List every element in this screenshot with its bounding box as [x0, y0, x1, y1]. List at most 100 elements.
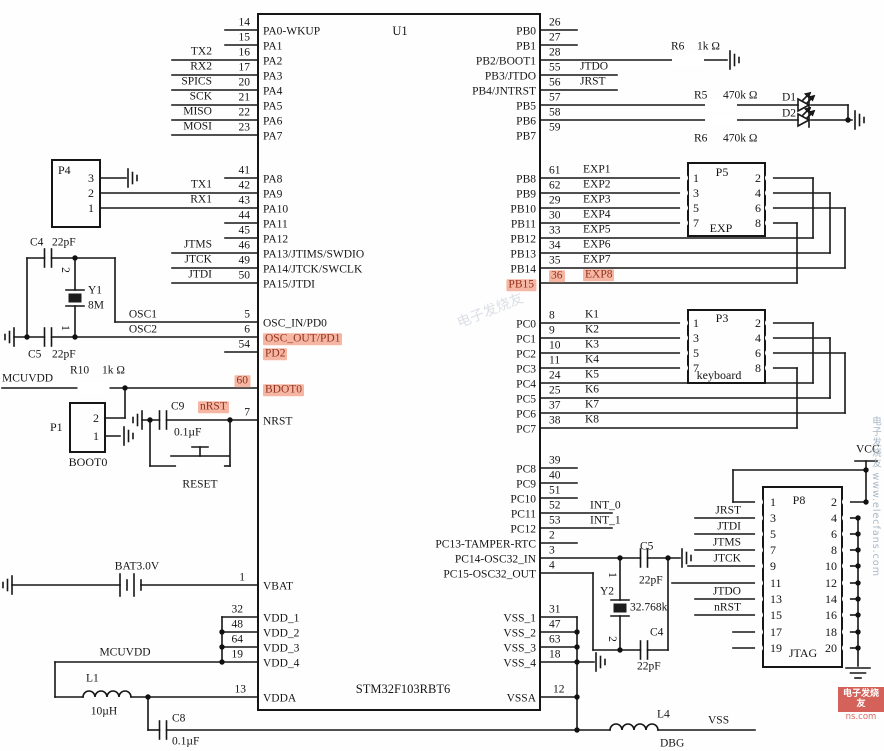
label-tx1: TX1: [190, 178, 212, 191]
label-15: 15: [770, 608, 782, 622]
label-pc7: PC7: [516, 423, 536, 436]
label-tx2: TX2: [190, 45, 212, 58]
label-pb13: PB13: [510, 248, 536, 261]
label-5: 5: [693, 346, 699, 360]
label-p3: P3: [715, 311, 729, 325]
label-pb5: PB5: [516, 100, 536, 113]
label-13: 13: [770, 592, 782, 606]
label-1: 1: [693, 171, 699, 185]
label-7: 7: [770, 543, 776, 557]
label-r6: R6: [671, 40, 685, 53]
label-vss-2: VSS_2: [503, 627, 536, 640]
watermark-logo-sub: ns.com: [845, 711, 877, 722]
label-exp: EXP: [709, 221, 733, 235]
label-pb8: PB8: [516, 173, 536, 186]
label-pc11: PC11: [510, 508, 536, 521]
label-45: 45: [238, 224, 251, 237]
label-25: 25: [549, 384, 561, 397]
label-pb11: PB11: [510, 218, 536, 231]
label-miso: MISO: [183, 105, 212, 118]
label-pb3-jtdo: PB3/JTDO: [484, 70, 536, 83]
label-c4: C4: [30, 236, 44, 249]
label-exp7: EXP7: [583, 253, 611, 266]
label-22pf: 22pF: [52, 348, 76, 361]
label-5: 5: [244, 308, 250, 321]
label-vss-4: VSS_4: [503, 657, 536, 670]
label-2: 2: [755, 171, 761, 185]
label-43: 43: [238, 194, 251, 207]
label-pc5: PC5: [516, 393, 536, 406]
label-20: 20: [238, 76, 251, 89]
label-64: 64: [231, 633, 244, 646]
label-4: 4: [755, 331, 761, 345]
label-17: 17: [770, 625, 782, 639]
label-k4: K4: [585, 353, 600, 366]
label-p4: P4: [58, 163, 71, 177]
label-pa10: PA10: [263, 203, 289, 216]
label-pa15-jtdi: PA15/JTDI: [263, 278, 315, 291]
label-k5: K5: [585, 368, 600, 381]
label-22pf: 22pF: [52, 236, 76, 249]
label-reset: RESET: [182, 478, 218, 491]
label-p8: P8: [792, 493, 806, 507]
label-jtck: JTCK: [713, 552, 741, 565]
label-0-1-f: 0.1µF: [172, 735, 200, 748]
label-2: 2: [93, 411, 99, 425]
label-12: 12: [825, 576, 837, 590]
label-15: 15: [238, 31, 251, 44]
label-pb9: PB9: [516, 188, 536, 201]
label-vdd-2: VDD_2: [263, 627, 300, 640]
label-vbat: VBAT: [263, 580, 294, 593]
label-nrst: nRST: [198, 400, 229, 413]
label-boot0: BOOT0: [68, 455, 108, 469]
label-pb15: PB15: [506, 278, 536, 291]
label-l4: L4: [657, 708, 670, 721]
label-16: 16: [238, 46, 251, 59]
label-vssa: VSSA: [506, 692, 536, 705]
label-osc-in-pd0: OSC_IN/PD0: [263, 317, 327, 330]
label-l1: L1: [86, 672, 99, 685]
label-c5: C5: [640, 540, 654, 553]
label-51: 51: [549, 484, 561, 497]
label-19: 19: [231, 648, 244, 661]
label-1: 1: [605, 572, 618, 578]
label-vss: VSS: [708, 714, 730, 727]
label-13: 13: [234, 683, 247, 696]
label-pc8: PC8: [516, 463, 536, 476]
label-2: 2: [88, 186, 94, 200]
label-58: 58: [549, 106, 561, 119]
label-41: 41: [238, 164, 251, 177]
battery-symbol: [119, 573, 142, 597]
label-k1: K1: [585, 308, 600, 321]
mcu-outline: [257, 13, 541, 711]
label-19: 19: [770, 641, 782, 655]
watermark-vertical-text: 电子发烧友 www.elecfans.com: [870, 416, 881, 577]
label-pa3: PA3: [263, 70, 283, 83]
label-47: 47: [549, 618, 561, 631]
label-48: 48: [231, 618, 244, 631]
label-spics: SPICS: [181, 75, 212, 88]
label-p1: P1: [50, 420, 63, 434]
label-21: 21: [238, 91, 251, 104]
label-exp3: EXP3: [583, 193, 611, 206]
label-10-h: 10µH: [90, 705, 118, 718]
label-55: 55: [549, 61, 561, 74]
label-y2: Y2: [600, 585, 615, 598]
label-50: 50: [238, 269, 251, 282]
label-mcuvdd: MCUVDD: [99, 646, 151, 659]
label-59: 59: [549, 121, 561, 134]
label-k8: K8: [585, 413, 600, 426]
label-2: 2: [605, 636, 618, 642]
label-pa12: PA12: [263, 233, 289, 246]
label-8m: 8M: [88, 299, 104, 312]
label-36: 36: [549, 269, 565, 282]
label-pb14: PB14: [510, 263, 536, 276]
label-11: 11: [549, 354, 561, 367]
label-u1: U1: [392, 23, 408, 38]
label-exp1: EXP1: [583, 163, 611, 176]
label-6: 6: [831, 527, 837, 541]
label-34: 34: [549, 239, 561, 252]
label-7: 7: [693, 361, 699, 375]
